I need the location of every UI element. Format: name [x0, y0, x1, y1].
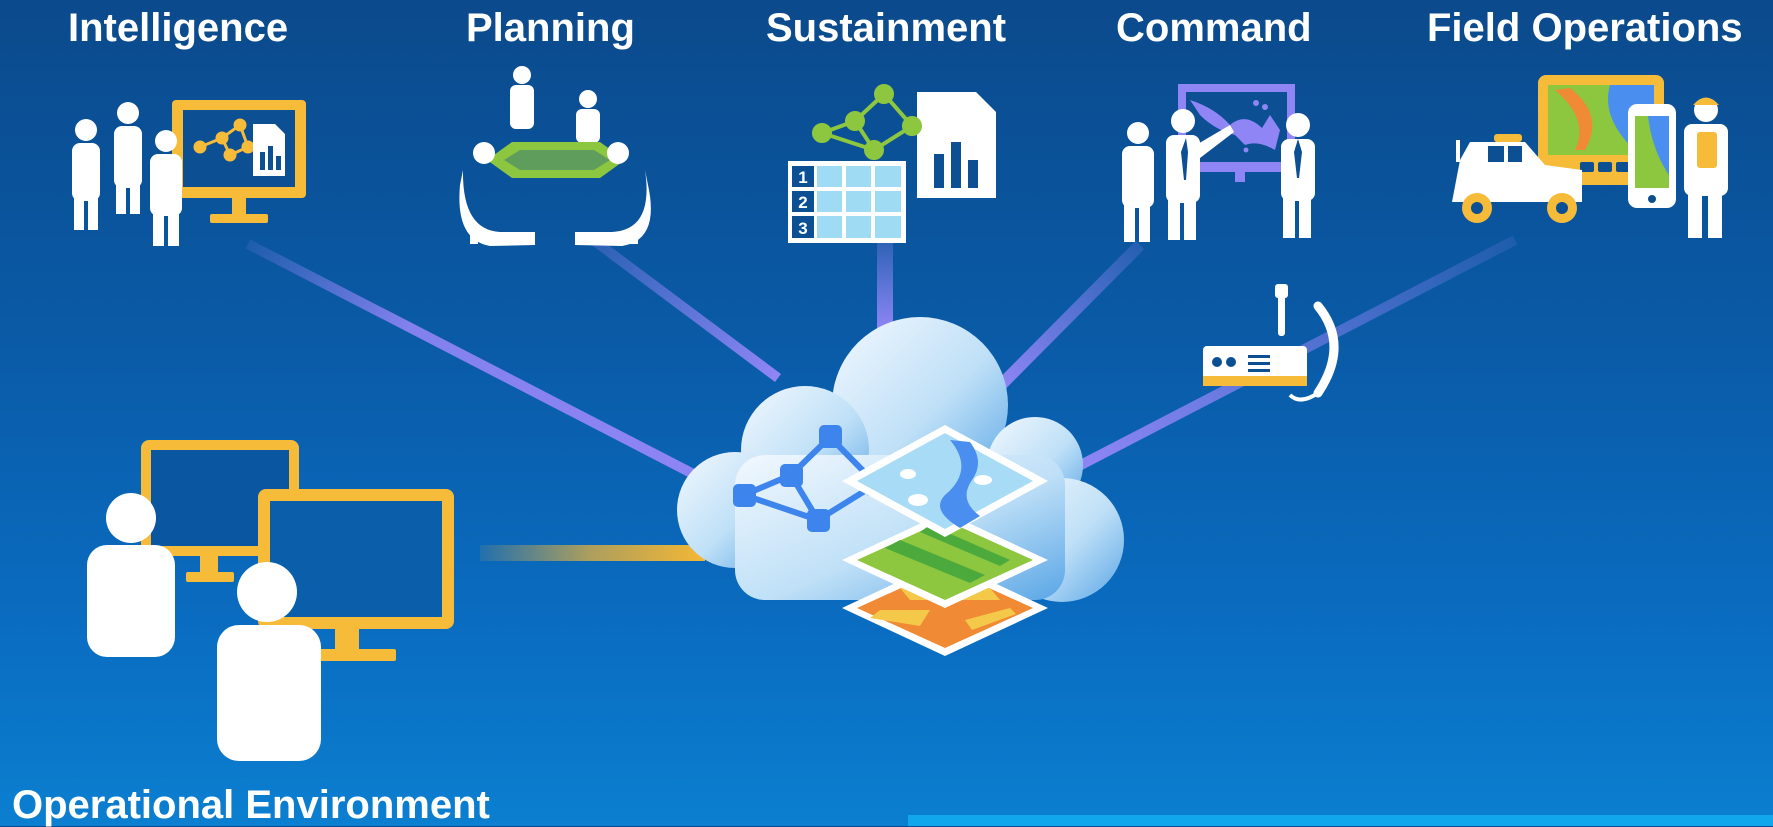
- workstations-icon: [87, 440, 454, 761]
- table-row-number: 2: [798, 193, 807, 212]
- spreadsheet-graph-icon: 1 2 3: [788, 84, 996, 243]
- connector-intelligence: [245, 239, 708, 485]
- node-label-planning: Planning: [466, 6, 635, 50]
- node-label-sustainment: Sustainment: [766, 6, 1007, 50]
- connector-planning: [585, 231, 781, 383]
- planning-table-icon: [459, 66, 651, 246]
- node-label-intelligence: Intelligence: [68, 6, 289, 50]
- analysts-monitor-icon: [72, 100, 306, 246]
- radio-icon: [1203, 284, 1339, 402]
- vehicle-mobile-icon: [1452, 75, 1728, 238]
- briefing-map-icon: [1122, 84, 1315, 242]
- table-row-number: 3: [798, 219, 807, 238]
- table-row-number: 1: [798, 168, 807, 187]
- connector-command: [993, 240, 1145, 393]
- bottom-accent-band: [908, 815, 1773, 826]
- node-label-command: Command: [1116, 6, 1312, 50]
- cloud-gis-icon: [677, 317, 1124, 656]
- node-label-operational-environment: Operational Environment: [12, 783, 490, 827]
- node-label-field-operations: Field Operations: [1427, 6, 1743, 50]
